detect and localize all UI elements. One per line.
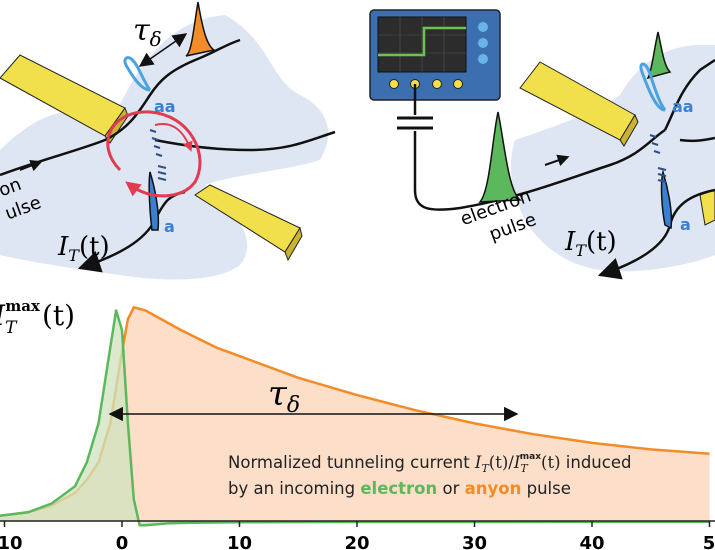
chart-x-tick-label: 5 xyxy=(703,533,715,550)
chart-x-tick-label: 10 xyxy=(227,533,252,550)
left-edge-arrow-in xyxy=(19,160,43,172)
capacitor-symbol xyxy=(397,116,433,130)
right-a-label: a xyxy=(680,215,691,234)
oscilloscope-trace xyxy=(378,26,466,57)
chart-annotation-line2: by an incoming electron or anyon pulse xyxy=(228,479,571,498)
left-current-label: IT(t) xyxy=(57,232,110,265)
left-edge-upper xyxy=(0,38,241,177)
left-sample-blob xyxy=(0,15,329,280)
chart-x-tick-label: 40 xyxy=(579,533,604,550)
chart-line-electron xyxy=(0,309,710,527)
left-gate-bottom-side xyxy=(284,226,303,262)
chart-x-tick-label: 20 xyxy=(344,533,369,550)
right-green-pulse-main xyxy=(478,111,522,203)
right-arrow-in xyxy=(544,154,570,167)
left-blue-pulse-a xyxy=(148,171,160,231)
right-edge-upper xyxy=(663,58,715,131)
right-gate-top-side xyxy=(619,113,639,147)
oscilloscope-knob-1 xyxy=(478,22,488,32)
right-edge-feed xyxy=(413,128,666,211)
right-interferometer xyxy=(397,31,715,280)
left-orange-pulse xyxy=(185,1,216,57)
oscilloscope xyxy=(369,9,501,101)
chart-x-tick-label: 0 xyxy=(116,533,129,550)
chart-area-electron xyxy=(0,310,710,526)
right-blue-pulse-a xyxy=(660,169,673,230)
right-aa-label: aa xyxy=(672,97,694,116)
oscilloscope-knob-3 xyxy=(478,54,488,64)
oscilloscope-knob-2 xyxy=(478,38,488,48)
right-tunneling-dashes xyxy=(649,134,667,183)
right-current-label: IT(t) xyxy=(564,227,617,260)
chart-tau-label: τδ xyxy=(268,374,300,418)
oscilloscope-connectors xyxy=(389,79,463,89)
left-tau-arrow xyxy=(138,33,188,67)
left-labels: τδ aa a on ulse IT(t) xyxy=(0,13,176,265)
right-green-pulse-top xyxy=(646,31,672,80)
left-edge-upper-right xyxy=(154,130,336,152)
left-blue-pulse-aa xyxy=(123,56,152,92)
left-tau-label: τδ xyxy=(133,13,162,51)
chart-x-tick-label: 30 xyxy=(462,533,487,550)
left-aa-label: aa xyxy=(154,97,176,116)
chart-x-tick-label: 10 xyxy=(0,533,23,550)
chart: 10 0 10 20 30 40 5 ITmax(t) τδ Normalized tunn… xyxy=(0,297,715,550)
right-edge-upper-right xyxy=(679,136,715,143)
right-blue-pulse-aa xyxy=(639,62,667,112)
chart-annotation-line1: Normalized tunneling current IT(t)/ITmax… xyxy=(228,452,631,475)
left-a-label: a xyxy=(164,217,175,236)
left-interferometer xyxy=(0,1,336,280)
chart-ylabel: ITmax(t) xyxy=(0,297,75,338)
chart-x-ticks: 10 0 10 20 30 40 5 xyxy=(0,521,715,550)
left-red-inner-arrow xyxy=(154,123,193,152)
left-tunneling-dashes xyxy=(149,129,167,181)
left-red-circle xyxy=(106,110,202,198)
